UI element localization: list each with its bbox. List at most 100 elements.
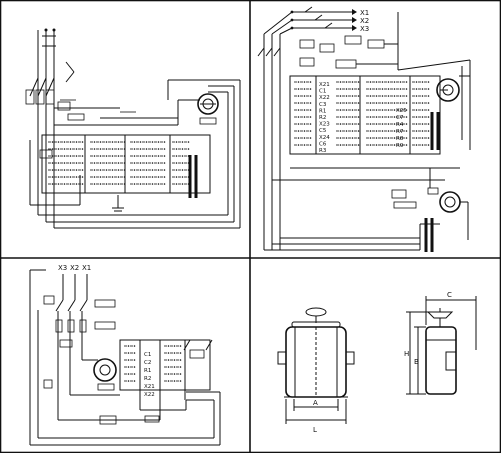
contact-dot <box>69 183 72 185</box>
contact-dot <box>303 116 306 118</box>
contact-dot <box>133 169 136 171</box>
terminal-label: X3 <box>58 264 67 272</box>
contact-dot <box>399 137 402 139</box>
contact-dot <box>309 123 312 125</box>
contact-dot <box>93 162 96 164</box>
contact-dot <box>303 144 306 146</box>
contact-dot <box>297 109 300 111</box>
contact-dot <box>399 116 402 118</box>
contact-dot <box>157 155 160 157</box>
contact-dot <box>387 88 390 90</box>
contact-dot <box>133 352 136 354</box>
contact-dot <box>415 116 418 118</box>
contact-dot <box>151 176 154 178</box>
contact-dot <box>345 123 348 125</box>
contact-dot <box>187 141 190 143</box>
contact-dot <box>93 176 96 178</box>
dimension-label-h: H <box>404 350 409 358</box>
motor-symbol-bottom <box>93 358 117 382</box>
side-view <box>406 296 477 395</box>
contact-dot <box>351 95 354 97</box>
contact-dot <box>415 130 418 132</box>
contact-dot <box>69 155 72 157</box>
contact-dot <box>421 123 424 125</box>
contact-dot <box>405 144 408 146</box>
contact-dot <box>387 137 390 139</box>
contact-dot <box>345 144 348 146</box>
contact-dot <box>357 116 360 118</box>
contact-dot <box>63 148 66 150</box>
contact-dot <box>157 176 160 178</box>
contact-dot <box>57 141 60 143</box>
contact-dot <box>375 123 378 125</box>
contact-dot <box>151 169 154 171</box>
contact-dot <box>405 137 408 139</box>
contact-dot <box>157 183 160 185</box>
contact-dot <box>173 373 176 375</box>
terminal-label: X3 <box>360 25 369 33</box>
contact-dot <box>405 95 408 97</box>
contact-dot <box>345 109 348 111</box>
panel-top-right-wiring <box>257 6 471 252</box>
contact-dot <box>75 176 78 178</box>
contact-dot <box>415 137 418 139</box>
contact-dot <box>381 81 384 83</box>
node-label: C1 <box>319 89 326 95</box>
contact-dot <box>63 183 66 185</box>
contact-dot <box>339 81 342 83</box>
contact-dot <box>179 352 182 354</box>
contact-dot <box>393 88 396 90</box>
contact-dot <box>351 81 354 83</box>
contact-dot <box>111 176 114 178</box>
contact-dot <box>399 95 402 97</box>
contact-dot <box>123 162 126 164</box>
contact-dot <box>81 155 84 157</box>
contact-dot <box>145 183 148 185</box>
contact-dot <box>427 137 430 139</box>
contact-dot <box>81 183 84 185</box>
contact-dot <box>57 155 60 157</box>
contact-dot <box>179 380 182 382</box>
contact-dot <box>167 352 170 354</box>
contact-dot <box>139 155 142 157</box>
contact-dot <box>345 88 348 90</box>
contact-dot <box>163 176 166 178</box>
contact-dot <box>181 183 184 185</box>
contact-dot <box>173 359 176 361</box>
contact-dot <box>339 130 342 132</box>
contact-dot <box>387 102 390 104</box>
contact-dot <box>393 102 396 104</box>
contact-dot <box>309 81 312 83</box>
contact-dot <box>145 155 148 157</box>
contact-dot <box>393 123 396 125</box>
contact-dot <box>181 176 184 178</box>
contact-dot <box>123 155 126 157</box>
contact-dot <box>351 144 354 146</box>
contact-dot <box>421 116 424 118</box>
contact-dot <box>99 148 102 150</box>
contact-dot <box>173 345 176 347</box>
contact-dot <box>393 137 396 139</box>
contact-dot <box>151 141 154 143</box>
contact-dot <box>123 148 126 150</box>
contact-dot <box>133 373 136 375</box>
contact-dot <box>303 137 306 139</box>
node-label: R9 <box>396 143 404 149</box>
contact-dot <box>81 176 84 178</box>
terminal-label: X1 <box>82 264 91 272</box>
contact-dot <box>51 141 54 143</box>
contact-dot <box>105 169 108 171</box>
contact-dot <box>357 102 360 104</box>
contact-dot <box>357 95 360 97</box>
contact-dot <box>93 148 96 150</box>
contact-dot <box>309 88 312 90</box>
contact-dot <box>309 109 312 111</box>
contact-dot <box>145 169 148 171</box>
node-label: R1 <box>144 368 151 374</box>
node-label: R8 <box>396 136 404 142</box>
contact-dot <box>139 162 142 164</box>
contact-dot <box>399 144 402 146</box>
contact-dot <box>387 123 390 125</box>
